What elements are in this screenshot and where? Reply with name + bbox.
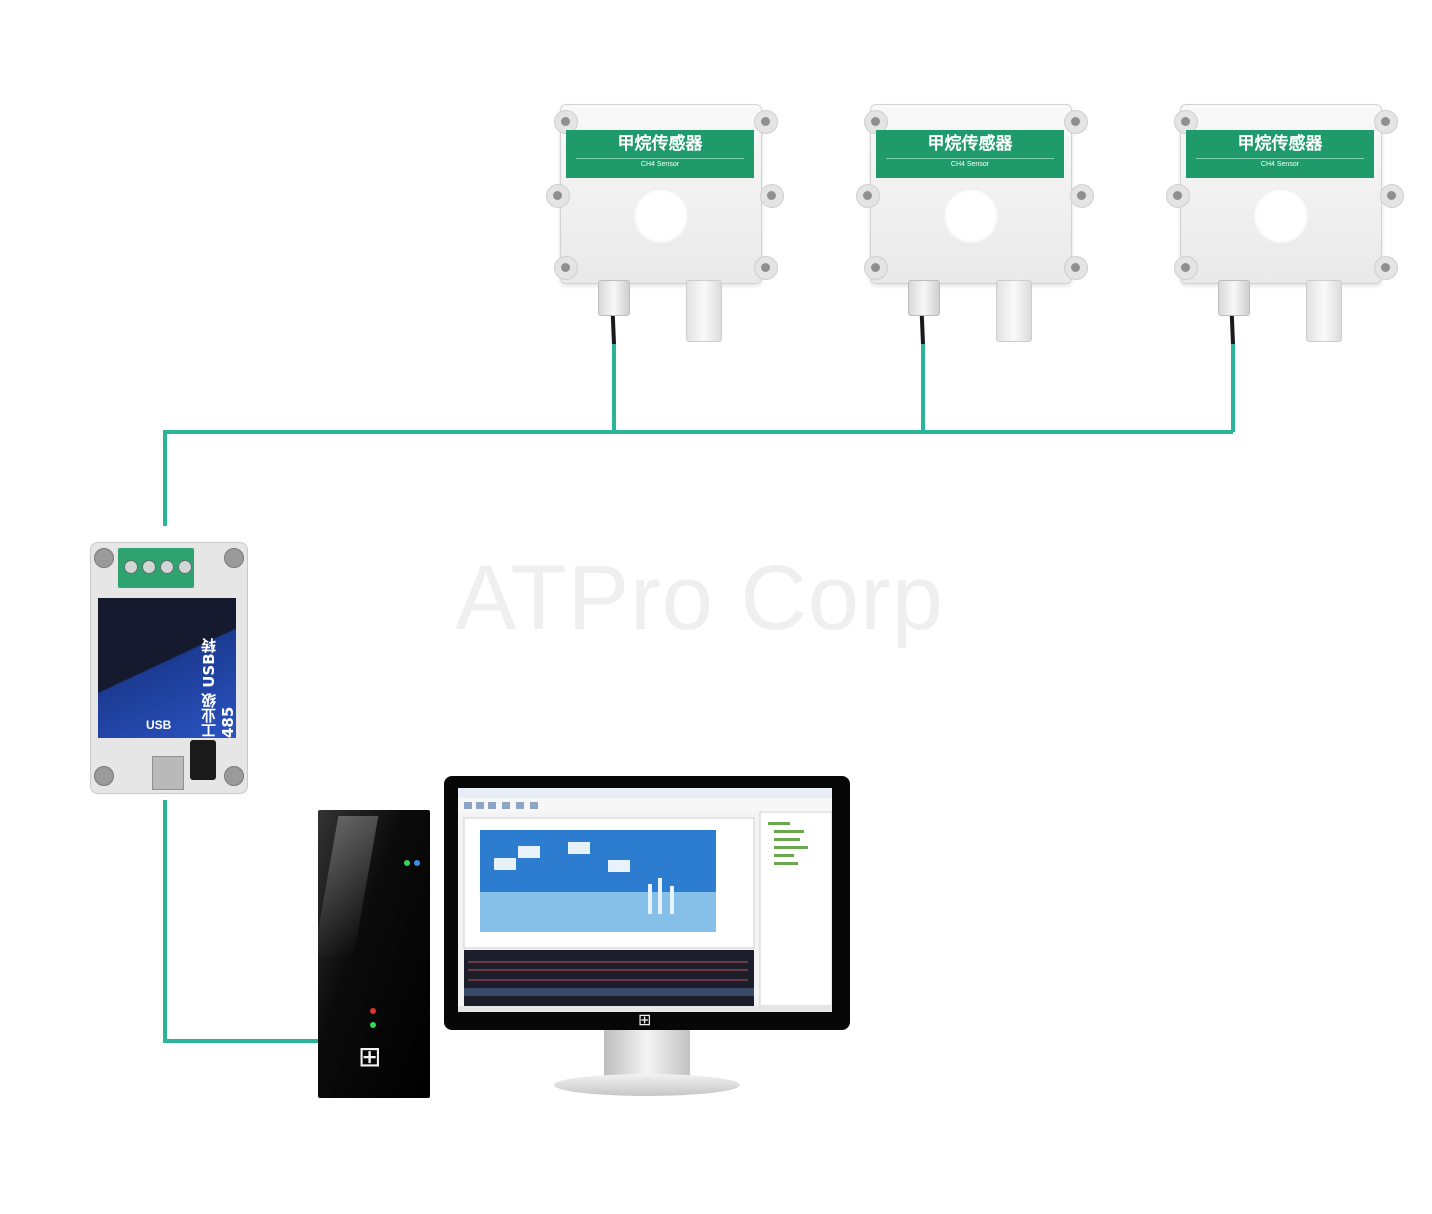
mounting-screw (546, 184, 570, 208)
monitor-stand-base (554, 1074, 740, 1096)
methane-sensor-1: 甲烷传感器 CH4 Sensor (546, 104, 784, 354)
mounting-screw (754, 256, 778, 280)
mounting-screw (1064, 110, 1088, 134)
sensor-window (633, 188, 689, 244)
software-screenshot (458, 788, 832, 1012)
status-led-green (404, 860, 410, 866)
mounting-screw (1064, 256, 1088, 280)
usb-port-label: USB (146, 718, 172, 732)
mounting-hole (94, 766, 114, 786)
status-led-green (370, 1022, 376, 1028)
mounting-hole (224, 548, 244, 568)
mounting-hole (94, 548, 114, 568)
usb-rs485-converter: 工业级 USB转485 USB (86, 528, 252, 794)
mounting-screw (1174, 256, 1198, 280)
monitor-screen (458, 788, 832, 1012)
mounting-screw (554, 256, 578, 280)
cable-gland (598, 280, 630, 316)
mounting-screw (1374, 110, 1398, 134)
tower-case (318, 810, 430, 1098)
watermark-text: ATPro Corp (455, 547, 944, 649)
mounting-screw (1380, 184, 1404, 208)
monitor-stand-neck (604, 1030, 690, 1078)
sensor-probe (686, 280, 722, 342)
sensor-label: 甲烷传感器 CH4 Sensor (876, 130, 1064, 178)
status-led-red (370, 1008, 376, 1014)
methane-sensor-3: 甲烷传感器 CH4 Sensor (1166, 104, 1404, 354)
monitor: ⊞ (444, 776, 852, 1106)
methane-sensor-2: 甲烷传感器 CH4 Sensor (856, 104, 1094, 354)
sensor-label-text: 甲烷传感器 (1237, 134, 1323, 154)
sensor-sublabel-text: CH4 Sensor (886, 158, 1054, 171)
windows-logo-icon: ⊞ (638, 1010, 652, 1029)
mounting-screw (1166, 184, 1190, 208)
converter-faceplate: 工业级 USB转485 USB (98, 598, 237, 738)
power-jack (190, 740, 216, 780)
computer-tower: ⊞ (313, 810, 434, 1100)
mounting-screw (554, 110, 578, 134)
sensor-label: 甲烷传感器 CH4 Sensor (566, 130, 754, 178)
mounting-hole (224, 766, 244, 786)
sensor-probe (996, 280, 1032, 342)
cable-gland (908, 280, 940, 316)
mounting-screw (760, 184, 784, 208)
sensor-label-text: 甲烷传感器 (617, 134, 703, 154)
sensor-label-text: 甲烷传感器 (927, 134, 1013, 154)
sensor-sublabel-text: CH4 Sensor (1196, 158, 1364, 171)
status-led-blue (414, 860, 420, 866)
usb-port (152, 756, 184, 790)
mounting-screw (754, 110, 778, 134)
mounting-screw (1374, 256, 1398, 280)
sensor-probe (1306, 280, 1342, 342)
sensor-window (1253, 188, 1309, 244)
wire-bus (163, 430, 1233, 526)
wire-usb-to-pc (163, 800, 318, 1043)
mounting-screw (864, 256, 888, 280)
mounting-screw (856, 184, 880, 208)
terminal-block (118, 548, 194, 588)
mounting-screw (1070, 184, 1094, 208)
sensor-label: 甲烷传感器 CH4 Sensor (1186, 130, 1374, 178)
windows-logo-icon: ⊞ (358, 1040, 382, 1073)
cable-gland (1218, 280, 1250, 316)
sensor-sublabel-text: CH4 Sensor (576, 158, 744, 171)
converter-face-text: 工业级 USB转485 (200, 638, 237, 738)
sensor-window (943, 188, 999, 244)
